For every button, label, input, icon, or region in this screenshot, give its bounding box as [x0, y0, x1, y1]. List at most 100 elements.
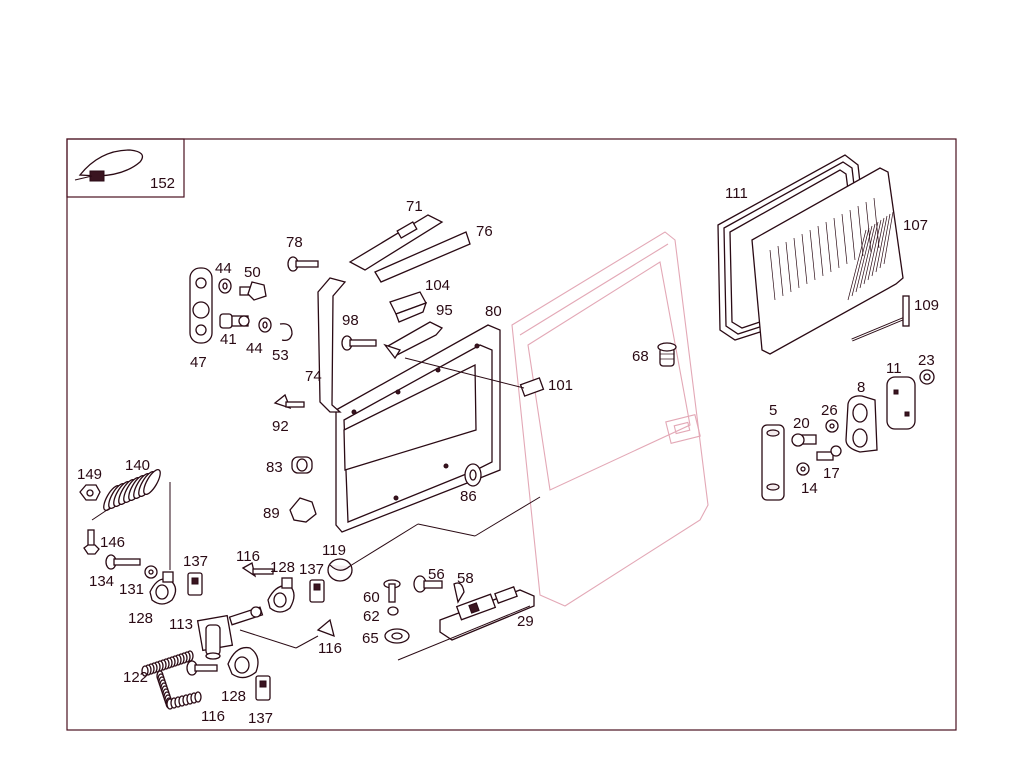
clamp-128a-part: [149, 571, 177, 605]
clamp-128c-part: [227, 646, 259, 679]
washer-62-part: [387, 606, 399, 616]
callout-label: 44: [246, 340, 263, 357]
washer-26-part: [825, 419, 839, 433]
plug-119-part: [327, 558, 353, 582]
bolt-20-part: [791, 433, 817, 447]
callout-label: 23: [918, 352, 935, 369]
washer-65-part: [384, 628, 410, 644]
callout-labels: 152 71 76 78 44 50 104 95 80 98 47 41 44 53 74 111 107 10…: [77, 175, 939, 727]
clip-58-part: [453, 582, 465, 604]
bolt-17-part: [816, 445, 842, 461]
callout-label: 95: [436, 302, 453, 319]
diagram-frame: [66, 138, 957, 731]
bolt-long-part: [228, 606, 264, 626]
screw-116c-part: [186, 660, 218, 676]
screw-116b-part: [316, 618, 335, 638]
callout-label: 41: [220, 331, 237, 348]
callout-label: 44: [215, 260, 232, 277]
callout-label: 128: [270, 559, 295, 576]
top-strip-part: [348, 214, 471, 283]
callout-label: 119: [322, 542, 346, 559]
callout-label: 152: [150, 175, 175, 192]
nut-137a-part: [187, 572, 203, 596]
callout-label: 131: [119, 581, 144, 598]
bolt-50-part: [239, 281, 267, 301]
washer-44-part: [218, 278, 232, 294]
bolt-56-part: [413, 575, 443, 593]
callout-label: 146: [100, 534, 125, 551]
callout-label: 137: [183, 553, 208, 570]
hinge-5-part: [761, 424, 785, 501]
trim-panel-part: [335, 324, 501, 533]
callout-label: 128: [128, 610, 153, 627]
washer-44b-part: [258, 317, 272, 333]
callout-label: 71: [406, 198, 423, 215]
rod-part: [851, 295, 910, 342]
screw-134-part: [105, 554, 141, 570]
callout-label: 14: [801, 480, 818, 497]
callout-label: 109: [914, 297, 939, 314]
callout-label: 83: [266, 459, 283, 476]
door-outline: [511, 231, 709, 607]
spring-140-part: [91, 468, 161, 521]
bushing-113-part: [196, 614, 234, 660]
callout-label: 47: [190, 354, 207, 371]
callout-label: 140: [125, 457, 150, 474]
inset-box: [66, 138, 185, 198]
bolt-41-part: [219, 313, 250, 329]
clamp-128b-part: [267, 577, 295, 613]
clip-83-part: [291, 456, 313, 474]
lock-29-part: [439, 586, 535, 641]
screw-60-part: [383, 579, 401, 603]
screw-78-part: [287, 256, 319, 272]
callout-label: 74: [305, 368, 322, 385]
callout-label: 137: [248, 710, 273, 727]
callout-label: 26: [821, 402, 838, 419]
callout-label: 104: [425, 277, 450, 294]
callout-label: 92: [272, 418, 289, 435]
callout-label: 20: [793, 415, 810, 432]
callout-label: 58: [457, 570, 474, 587]
callout-label: 89: [263, 505, 280, 522]
callout-label: 56: [428, 566, 445, 583]
nut-137c-part: [255, 675, 271, 701]
callout-label: 98: [342, 312, 359, 329]
callout-label: 137: [299, 561, 324, 578]
clip-53-part: [279, 323, 293, 342]
plug-part: [657, 342, 677, 367]
callout-label: 76: [476, 223, 493, 240]
callout-label: 111: [725, 185, 748, 202]
callout-label: 149: [77, 466, 102, 483]
nut-149-part: [79, 484, 101, 501]
callout-label: 107: [903, 217, 928, 234]
callout-label: 78: [286, 234, 303, 251]
callout-label: 116: [318, 640, 342, 657]
callout-label: 50: [244, 264, 261, 281]
clip-86-part: [464, 463, 482, 487]
callout-label: 113: [169, 616, 193, 633]
door-frame-strip-part: [317, 277, 347, 413]
screw-92-part: [273, 393, 305, 410]
callout-label: 62: [363, 608, 380, 625]
screw-116a-part: [241, 562, 274, 578]
bolt-146-part: [83, 529, 100, 555]
callout-label: 53: [272, 347, 289, 364]
callout-label: 116: [201, 708, 225, 725]
cover-11-part: [886, 376, 916, 430]
clip-89-part: [289, 497, 317, 523]
cable-122-part: [141, 650, 202, 710]
callout-label: 134: [89, 573, 114, 590]
hinge-plate-part: [189, 267, 213, 344]
window-glass-part: [751, 167, 904, 355]
nut-14-part: [796, 462, 810, 476]
washer-23-part: [919, 369, 935, 385]
callout-label: 80: [485, 303, 502, 320]
callout-label: 122: [123, 669, 148, 686]
screw-98-part: [341, 335, 377, 351]
pull-handle-part: [383, 321, 444, 360]
callout-label: 29: [517, 613, 534, 630]
callout-label: 11: [886, 360, 902, 377]
bracket-8-part: [845, 395, 878, 453]
callout-label: 65: [362, 630, 379, 647]
